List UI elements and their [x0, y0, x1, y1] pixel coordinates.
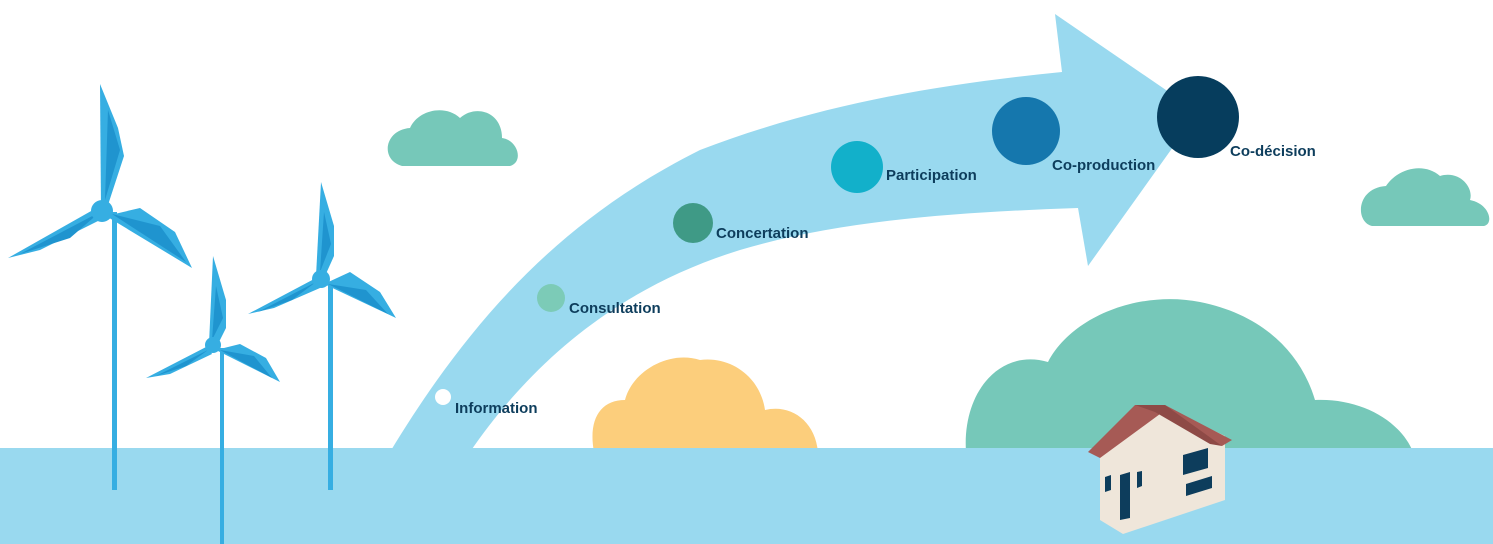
- stage-label-co-decision: Co-décision: [1230, 143, 1316, 160]
- stage-label-information: Information: [455, 400, 538, 417]
- wind-turbine-small: [146, 256, 280, 544]
- cloud-top-left: [387, 110, 518, 166]
- stage-dot-co-decision: [1157, 76, 1239, 158]
- cloud-yellow: [592, 357, 818, 452]
- wind-turbine-medium: [248, 182, 396, 490]
- stage-dot-information: [435, 389, 451, 405]
- stage-label-participation: Participation: [886, 167, 977, 184]
- water-band: [0, 448, 1493, 544]
- stage-label-co-production: Co-production: [1052, 157, 1156, 174]
- stage-dot-co-production: [992, 97, 1060, 165]
- stage-dot-concertation: [673, 203, 713, 243]
- stage-dot-consultation: [537, 284, 565, 312]
- stage-label-concertation: Concertation: [716, 225, 809, 242]
- stage-dot-participation: [831, 141, 883, 193]
- hill-green: [965, 299, 1413, 452]
- wind-turbine-large: [8, 84, 192, 490]
- house: [1088, 405, 1232, 534]
- stage-label-consultation: Consultation: [569, 300, 661, 317]
- cloud-right: [1360, 168, 1490, 226]
